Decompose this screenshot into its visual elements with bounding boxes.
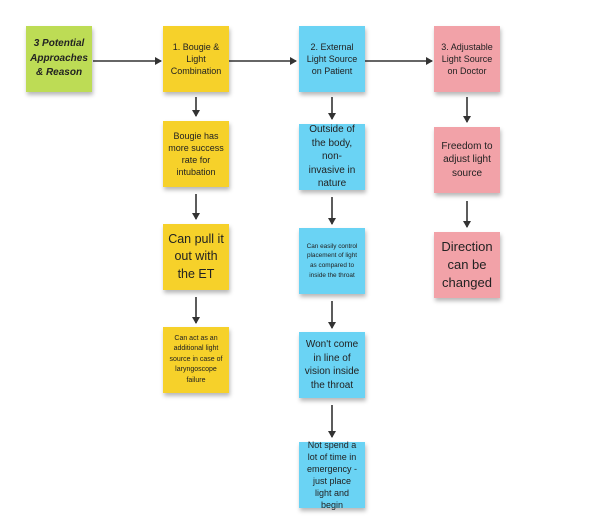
title-note-text: 3 Potential Approaches & Reason	[30, 38, 88, 79]
approach-2-reason-note: Not spend a lot of time in emergency - j…	[299, 440, 365, 510]
approach-3-reason-text: Direction can be changed	[441, 238, 493, 291]
approach-2-reason-note: Outside of the body, non-invasive in nat…	[299, 124, 365, 190]
approach-2-reason-note: Won't come in line of vision inside the …	[299, 332, 365, 398]
approach-2-heading: 2. External Light Source on Patient	[306, 41, 358, 77]
approach-3-heading: 3. Adjustable Light Source on Doctor	[441, 41, 493, 77]
title-note: 3 Potential Approaches & Reason	[26, 26, 92, 92]
approach-3-heading-note: 3. Adjustable Light Source on Doctor	[434, 26, 500, 92]
approach-1-heading-note: 1. Bougie & Light Combination	[163, 26, 229, 92]
approach-1-reason-text: Bougie has more success rate for intubat…	[168, 130, 224, 178]
approach-1-reason-text: Can pull it out with the ET	[168, 231, 224, 281]
approach-2-heading-note: 2. External Light Source on Patient	[299, 26, 365, 92]
approach-2-reason-text: Won't come in line of vision inside the …	[304, 339, 360, 391]
approach-3-reason-text: Freedom to adjust light source	[441, 140, 493, 179]
approach-1-reason-text: Can act as an additional light source in…	[169, 334, 223, 384]
approach-2-reason-text: Outside of the body, non-invasive in nat…	[308, 124, 356, 190]
approach-2-reason-text: Not spend a lot of time in emergency - j…	[306, 439, 358, 511]
approach-2-reason-note: Can easily control placement of light as…	[299, 228, 365, 294]
approach-3-reason-note: Freedom to adjust light source	[434, 127, 500, 193]
approach-1-reason-note: Can pull it out with the ET	[163, 224, 229, 290]
approach-1-reason-note: Can act as an additional light source in…	[163, 327, 229, 393]
approach-2-reason-text: Can easily control placement of light as…	[306, 242, 358, 279]
approach-3-reason-note: Direction can be changed	[434, 232, 500, 298]
approach-1-heading: 1. Bougie & Light Combination	[170, 41, 222, 77]
approach-1-reason-note: Bougie has more success rate for intubat…	[163, 121, 229, 187]
